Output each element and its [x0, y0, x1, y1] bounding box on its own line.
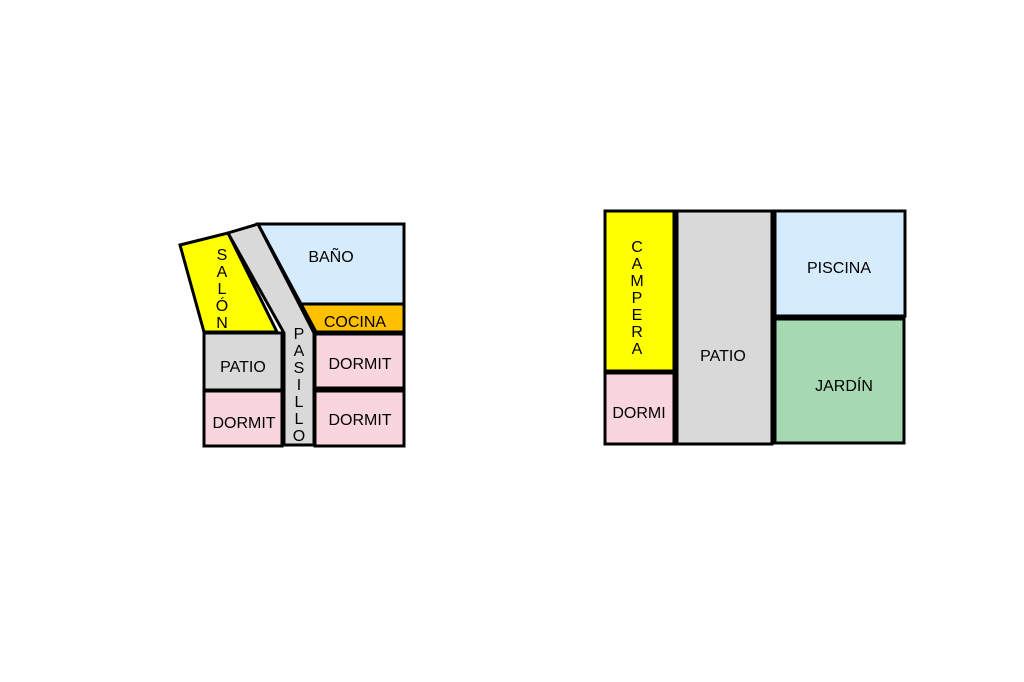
- label-cocina: COCINA: [324, 314, 387, 331]
- room-dormi: [603, 371, 676, 446]
- room-patio-left: [202, 331, 284, 392]
- label-patio-left: PATIO: [220, 359, 266, 376]
- room-dormit-right-top: [313, 332, 406, 390]
- label-piscina: PISCINA: [807, 260, 871, 277]
- room-jardin: [773, 317, 906, 445]
- label-bano: BAÑO: [308, 246, 353, 266]
- room-patio-right: [675, 209, 774, 446]
- room-cocina: [298, 302, 406, 334]
- label-patio-right: PATIO: [700, 348, 746, 365]
- room-campera: [603, 209, 676, 373]
- label-dormi: DORMI: [612, 405, 665, 422]
- room-dormit-left: [202, 389, 284, 448]
- label-dormit-left: DORMIT: [212, 415, 275, 432]
- room-piscina: [773, 209, 907, 318]
- label-dormit-right-top: DORMIT: [328, 356, 391, 373]
- label-jardin: JARDÍN: [815, 376, 873, 395]
- label-dormit-right-bottom: DORMIT: [328, 412, 391, 429]
- room-dormit-right-bottom: [313, 389, 406, 448]
